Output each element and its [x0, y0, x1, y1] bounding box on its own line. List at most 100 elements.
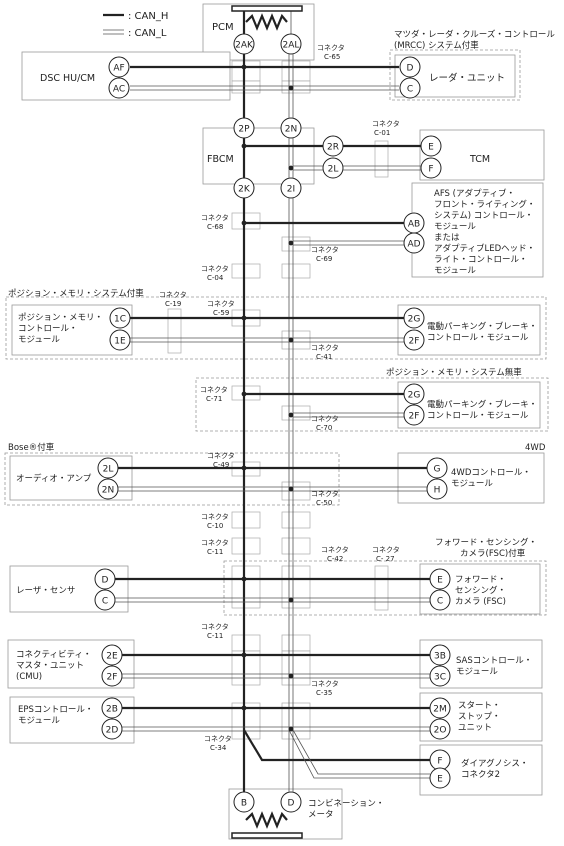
- laser-pin-d: D: [94, 568, 116, 590]
- sas-line-2: モジュール: [456, 667, 498, 677]
- conn-c35-label: コネクタ: [311, 679, 339, 688]
- dsc-pin-ac: AC: [108, 77, 130, 99]
- amp-pin-2l: 2L: [97, 457, 119, 479]
- svg-text:2G: 2G: [408, 391, 421, 401]
- ss-pin-2o: 2O: [429, 718, 451, 740]
- svg-text:C: C: [437, 597, 443, 607]
- conn-c11-id: C-11: [207, 548, 223, 556]
- svg-text:1E: 1E: [114, 337, 126, 347]
- mrcc-title-1: マツダ・レーダ・クルーズ・コントロール: [394, 29, 555, 40]
- conn-c50-id: C-50: [316, 499, 332, 507]
- posmem-mod-line-1: ポジション・メモリ・: [18, 313, 103, 323]
- svg-text:2R: 2R: [327, 143, 339, 153]
- diag-line-2: コネクタ2: [461, 770, 500, 780]
- svg-text:B: B: [241, 799, 247, 809]
- svg-text:D: D: [102, 576, 109, 586]
- conn-c50-label: コネクタ: [311, 489, 339, 498]
- fbcm-label: FBCM: [207, 154, 234, 165]
- mrcc-title-2: (MRCC) システム付車: [394, 40, 479, 51]
- svg-text:2G: 2G: [408, 315, 421, 325]
- conn-c04-id: C-04: [207, 274, 224, 282]
- meter-terminating-resistor: [231, 811, 303, 839]
- svg-text:E: E: [437, 775, 443, 785]
- conn-c59-label: コネクタ: [207, 299, 235, 308]
- conn-c27-id: C- 27: [376, 555, 395, 563]
- fbcm-pin-2r: 2R: [322, 135, 344, 157]
- conn-c71-id: C-71: [206, 395, 222, 403]
- ss-pin-2m: 2M: [429, 697, 451, 719]
- pcm-label: PCM: [212, 22, 234, 33]
- eps-pin-2d: 2D: [101, 718, 123, 740]
- svg-text:C: C: [102, 597, 108, 607]
- afs-line-1: AFS (アダプティブ・: [434, 188, 515, 199]
- dsc-label: DSC HU/CM: [40, 73, 95, 84]
- fsc-pin-c: C: [429, 589, 451, 611]
- svg-text:AF: AF: [113, 64, 124, 74]
- pcm-pin-2al: 2AL: [280, 33, 302, 55]
- svg-text:2F: 2F: [409, 412, 420, 422]
- fsc-line-2: センシング・: [455, 585, 506, 596]
- svg-text:C: C: [407, 85, 413, 95]
- cmu-line-3: (CMU): [16, 672, 42, 682]
- pcm-pin-2ak: 2AK: [233, 33, 255, 55]
- 4wd-title: 4WD: [525, 443, 546, 453]
- afs-line-5: または: [434, 233, 460, 243]
- eps-line-2: モジュール: [18, 716, 60, 726]
- epb-pin-2g: 2G: [403, 307, 425, 329]
- svg-text:F: F: [428, 165, 433, 175]
- dsc-pin-af: AF: [108, 56, 130, 78]
- afs-pin-ab: AB: [403, 212, 425, 234]
- svg-text:D: D: [407, 64, 414, 74]
- diag-pin-f: F: [429, 749, 451, 771]
- noposmem-dashed-group: [195, 377, 549, 432]
- svg-text:2F: 2F: [107, 673, 118, 683]
- epb-line-1: 電動パーキング・ブレーキ・: [427, 321, 537, 332]
- conn-c19-id: C-19: [165, 300, 181, 308]
- bose-dashed-group: [4, 452, 340, 506]
- conn-c69-label: コネクタ: [311, 245, 339, 254]
- conn-c35-id: C-35: [316, 689, 332, 697]
- epb2-pin-2g: 2G: [403, 383, 425, 405]
- conn-c41-label: コネクタ: [311, 343, 339, 352]
- conn-c70-id: C-70: [316, 424, 332, 432]
- conn-c42-id: C-42: [327, 555, 343, 563]
- conn-c11b-id: C-11: [207, 632, 223, 640]
- svg-text:2O: 2O: [434, 726, 447, 736]
- cmu-pin-2e: 2E: [101, 644, 123, 666]
- posmem-pin-1e: 1E: [109, 329, 131, 351]
- cmu-pin-2f: 2F: [101, 665, 123, 687]
- ss-line-3: ユニット: [458, 723, 492, 733]
- conn-c10-id: C-10: [207, 522, 223, 530]
- diag-line-1: ダイアグノシス・: [461, 758, 528, 769]
- combi-line-2: メータ: [308, 810, 334, 820]
- posmem-mod-line-2: コントロール・: [18, 324, 78, 334]
- svg-text:2L: 2L: [328, 165, 339, 175]
- fsc-title-1: フォワード・センシング・: [435, 537, 537, 548]
- eps-line-1: EPSコントロール・: [18, 705, 93, 715]
- epb-pin-2f: 2F: [403, 329, 425, 351]
- afs-line-4: モジュール: [434, 222, 476, 232]
- fsc-pin-e: E: [429, 568, 451, 590]
- conn-c65-label: コネクタ: [317, 43, 345, 52]
- afs-line-3: システム) コントロール・: [434, 211, 533, 221]
- fbcm-pin-2p: 2P: [233, 117, 255, 139]
- conn-c68-id: C-68: [207, 223, 223, 231]
- conn-c41-id: C-41: [316, 353, 332, 361]
- fbcm-pin-2k: 2K: [233, 177, 255, 199]
- ss-line-2: ストップ・: [458, 712, 501, 722]
- radar-label: レーダ・ユニット: [429, 72, 505, 84]
- legend-can-h: : CAN_H: [128, 11, 168, 22]
- junction-dots: [241, 64, 294, 732]
- svg-text:2AL: 2AL: [283, 41, 300, 51]
- svg-text:AC: AC: [113, 85, 125, 95]
- combi-line-1: コンビネーション・: [308, 799, 384, 809]
- afs-pin-ad: AD: [403, 232, 425, 254]
- svg-text:2AK: 2AK: [235, 41, 254, 51]
- posmem-dashed-group: [5, 296, 547, 360]
- svg-text:AB: AB: [408, 220, 420, 230]
- svg-text:2F: 2F: [409, 337, 420, 347]
- conn-c19-label: コネクタ: [159, 290, 187, 299]
- conn-c70-label: コネクタ: [311, 414, 339, 423]
- epb-line-2: コントロール・モジュール: [427, 333, 529, 343]
